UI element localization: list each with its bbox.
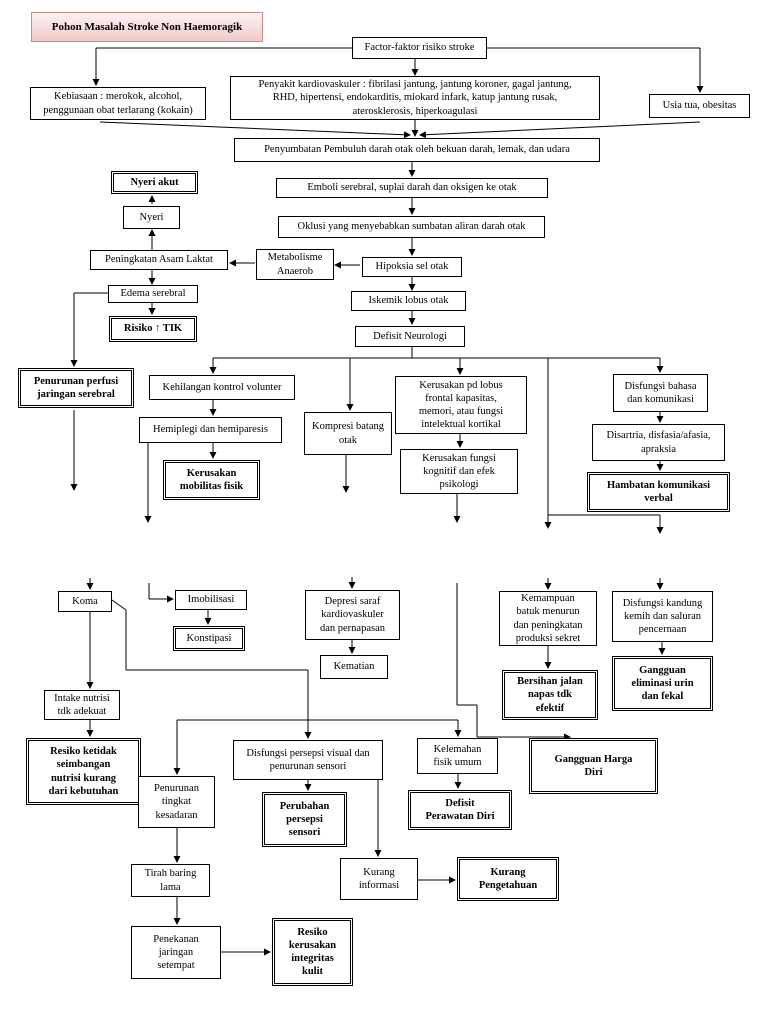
node-resiko-nutrisi: Resiko ketidak seimbangan nutrisi kurang… (26, 738, 141, 805)
node-penekanan: Penekanan jaringan setempat (131, 926, 221, 979)
node-kurang-pengetahuan: Kurang Pengetahuan (457, 857, 559, 901)
node-emboli: Emboli serebral, suplai darah dan oksige… (276, 178, 548, 198)
node-bersihan: Bersihan jalan napas tdk efektif (502, 670, 598, 720)
node-nyeri-akut: Nyeri akut (111, 171, 198, 194)
node-kardio: Penyakit kardiovaskuler : fibrilasi jant… (230, 76, 600, 120)
node-kelemahan: Kelemahan fisik umum (417, 738, 498, 774)
node-risiko-tik: Risiko ↑ TIK (109, 316, 197, 342)
node-kematian: Kematian (320, 655, 388, 679)
node-penurunan-kesadaran: Penurunan tingkat kesadaran (138, 776, 215, 828)
node-gangguan-harga: Gangguan Harga Diri (529, 738, 658, 794)
node-disfungsi-persepsi: Disfungsi persepsi visual dan penurunan … (233, 740, 383, 780)
page-title: Pohon Masalah Stroke Non Haemoragik (31, 12, 263, 42)
node-defisit: Defisit Neurologi (355, 326, 465, 347)
node-konstipasi: Konstipasi (173, 626, 245, 651)
node-defisit-perawatan: Defisit Perawatan Diri (408, 790, 512, 830)
node-perubahan-persepsi: Perubahan persepsi sensori (262, 792, 347, 847)
node-hambatan-komunikasi: Hambatan komunikasi verbal (587, 472, 730, 512)
node-gangguan-eliminasi: Gangguan eliminasi urin dan fekal (612, 656, 713, 711)
node-penurunan-perfusi: Penurunan perfusi jaringan serebral (18, 368, 134, 408)
node-iskemik: Iskemik lobus otak (351, 291, 466, 311)
node-hemiplegi: Hemiplegi dan hemiparesis (139, 417, 282, 443)
node-kebiasaan: Kebiasaan : merokok, alcohol, penggunaan… (30, 87, 206, 120)
node-disfungsi-bahasa: Disfungsi bahasa dan komunikasi (613, 374, 708, 412)
node-kompresi: Kompresi batang otak (304, 412, 392, 455)
node-usia: Usia tua, obesitas (649, 94, 750, 118)
node-hipoksia: Hipoksia sel otak (362, 257, 462, 277)
node-intake: Intake nutrisi tdk adekuat (44, 690, 120, 720)
node-metabolisme: Metabolisme Anaerob (256, 249, 334, 280)
node-nyeri: Nyeri (123, 206, 180, 229)
node-oklusi: Oklusi yang menyebabkan sumbatan aliran … (278, 216, 545, 238)
node-kurang-informasi: Kurang informasi (340, 858, 418, 900)
node-edema: Edema serebral (108, 285, 198, 303)
node-kerusakan-lobus: Kerusakan pd lobus frontal kapasitas, me… (395, 376, 527, 434)
node-kerusakan-mobilitas: Kerusakan mobilitas fisik (163, 460, 260, 500)
node-depresi: Depresi saraf kardiovaskuler dan pernapa… (305, 590, 400, 640)
node-asam-laktat: Peningkatan Asam Laktat (90, 250, 228, 270)
node-factor: Factor-faktor risiko stroke (352, 37, 487, 59)
node-disartria: Disartria, disfasia/afasia, apraksia (592, 424, 725, 461)
node-disfungsi-kandung: Disfungsi kandung kemih dan saluran penc… (612, 591, 713, 642)
node-kehilangan: Kehilangan kontrol volunter (149, 375, 295, 400)
node-tirah-baring: Tirah baring lama (131, 864, 210, 897)
node-kerusakan-kognitif: Kerusakan fungsi kognitif dan efek psiko… (400, 449, 518, 494)
node-koma: Koma (58, 591, 112, 612)
node-resiko-kulit: Resiko kerusakan integritas kulit (272, 918, 353, 986)
node-kemampuan-batuk: Kemampuan batuk menurun dan peningkatan … (499, 591, 597, 646)
node-penyumbatan: Penyumbatan Pembuluh darah otak oleh bek… (234, 138, 600, 162)
node-imobilisasi: Imobilisasi (175, 590, 247, 610)
